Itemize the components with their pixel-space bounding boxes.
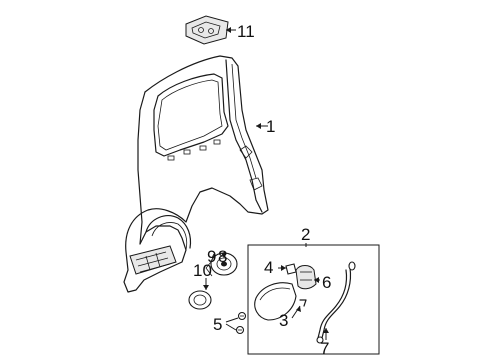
- callout-9: 9: [207, 247, 216, 266]
- part-2-group-box: [247, 244, 380, 355]
- part-7-release-cable: [316, 261, 356, 344]
- part-5-screws: [235, 311, 247, 335]
- part-4-clip: [285, 263, 297, 275]
- callout-4: 4: [264, 258, 273, 277]
- callout-5: 5: [213, 315, 222, 334]
- callout-1: 1: [266, 117, 275, 136]
- callout-3: 3: [279, 311, 288, 330]
- part-3-hook: [299, 299, 307, 307]
- part-11-clip: [185, 15, 229, 45]
- callout-11: 11: [237, 22, 255, 41]
- part-10-grommet: [188, 290, 212, 310]
- callout-7: 7: [320, 339, 329, 358]
- leader-lines: [203, 27, 329, 340]
- part-6-hinge: [295, 265, 317, 290]
- callout-2: 2: [301, 225, 310, 244]
- callout-10: 10: [193, 261, 212, 280]
- callout-6: 6: [322, 273, 331, 292]
- part-1-quarter-panel: [123, 55, 269, 293]
- callout-8: 8: [218, 247, 227, 266]
- fuel-door: [254, 282, 297, 321]
